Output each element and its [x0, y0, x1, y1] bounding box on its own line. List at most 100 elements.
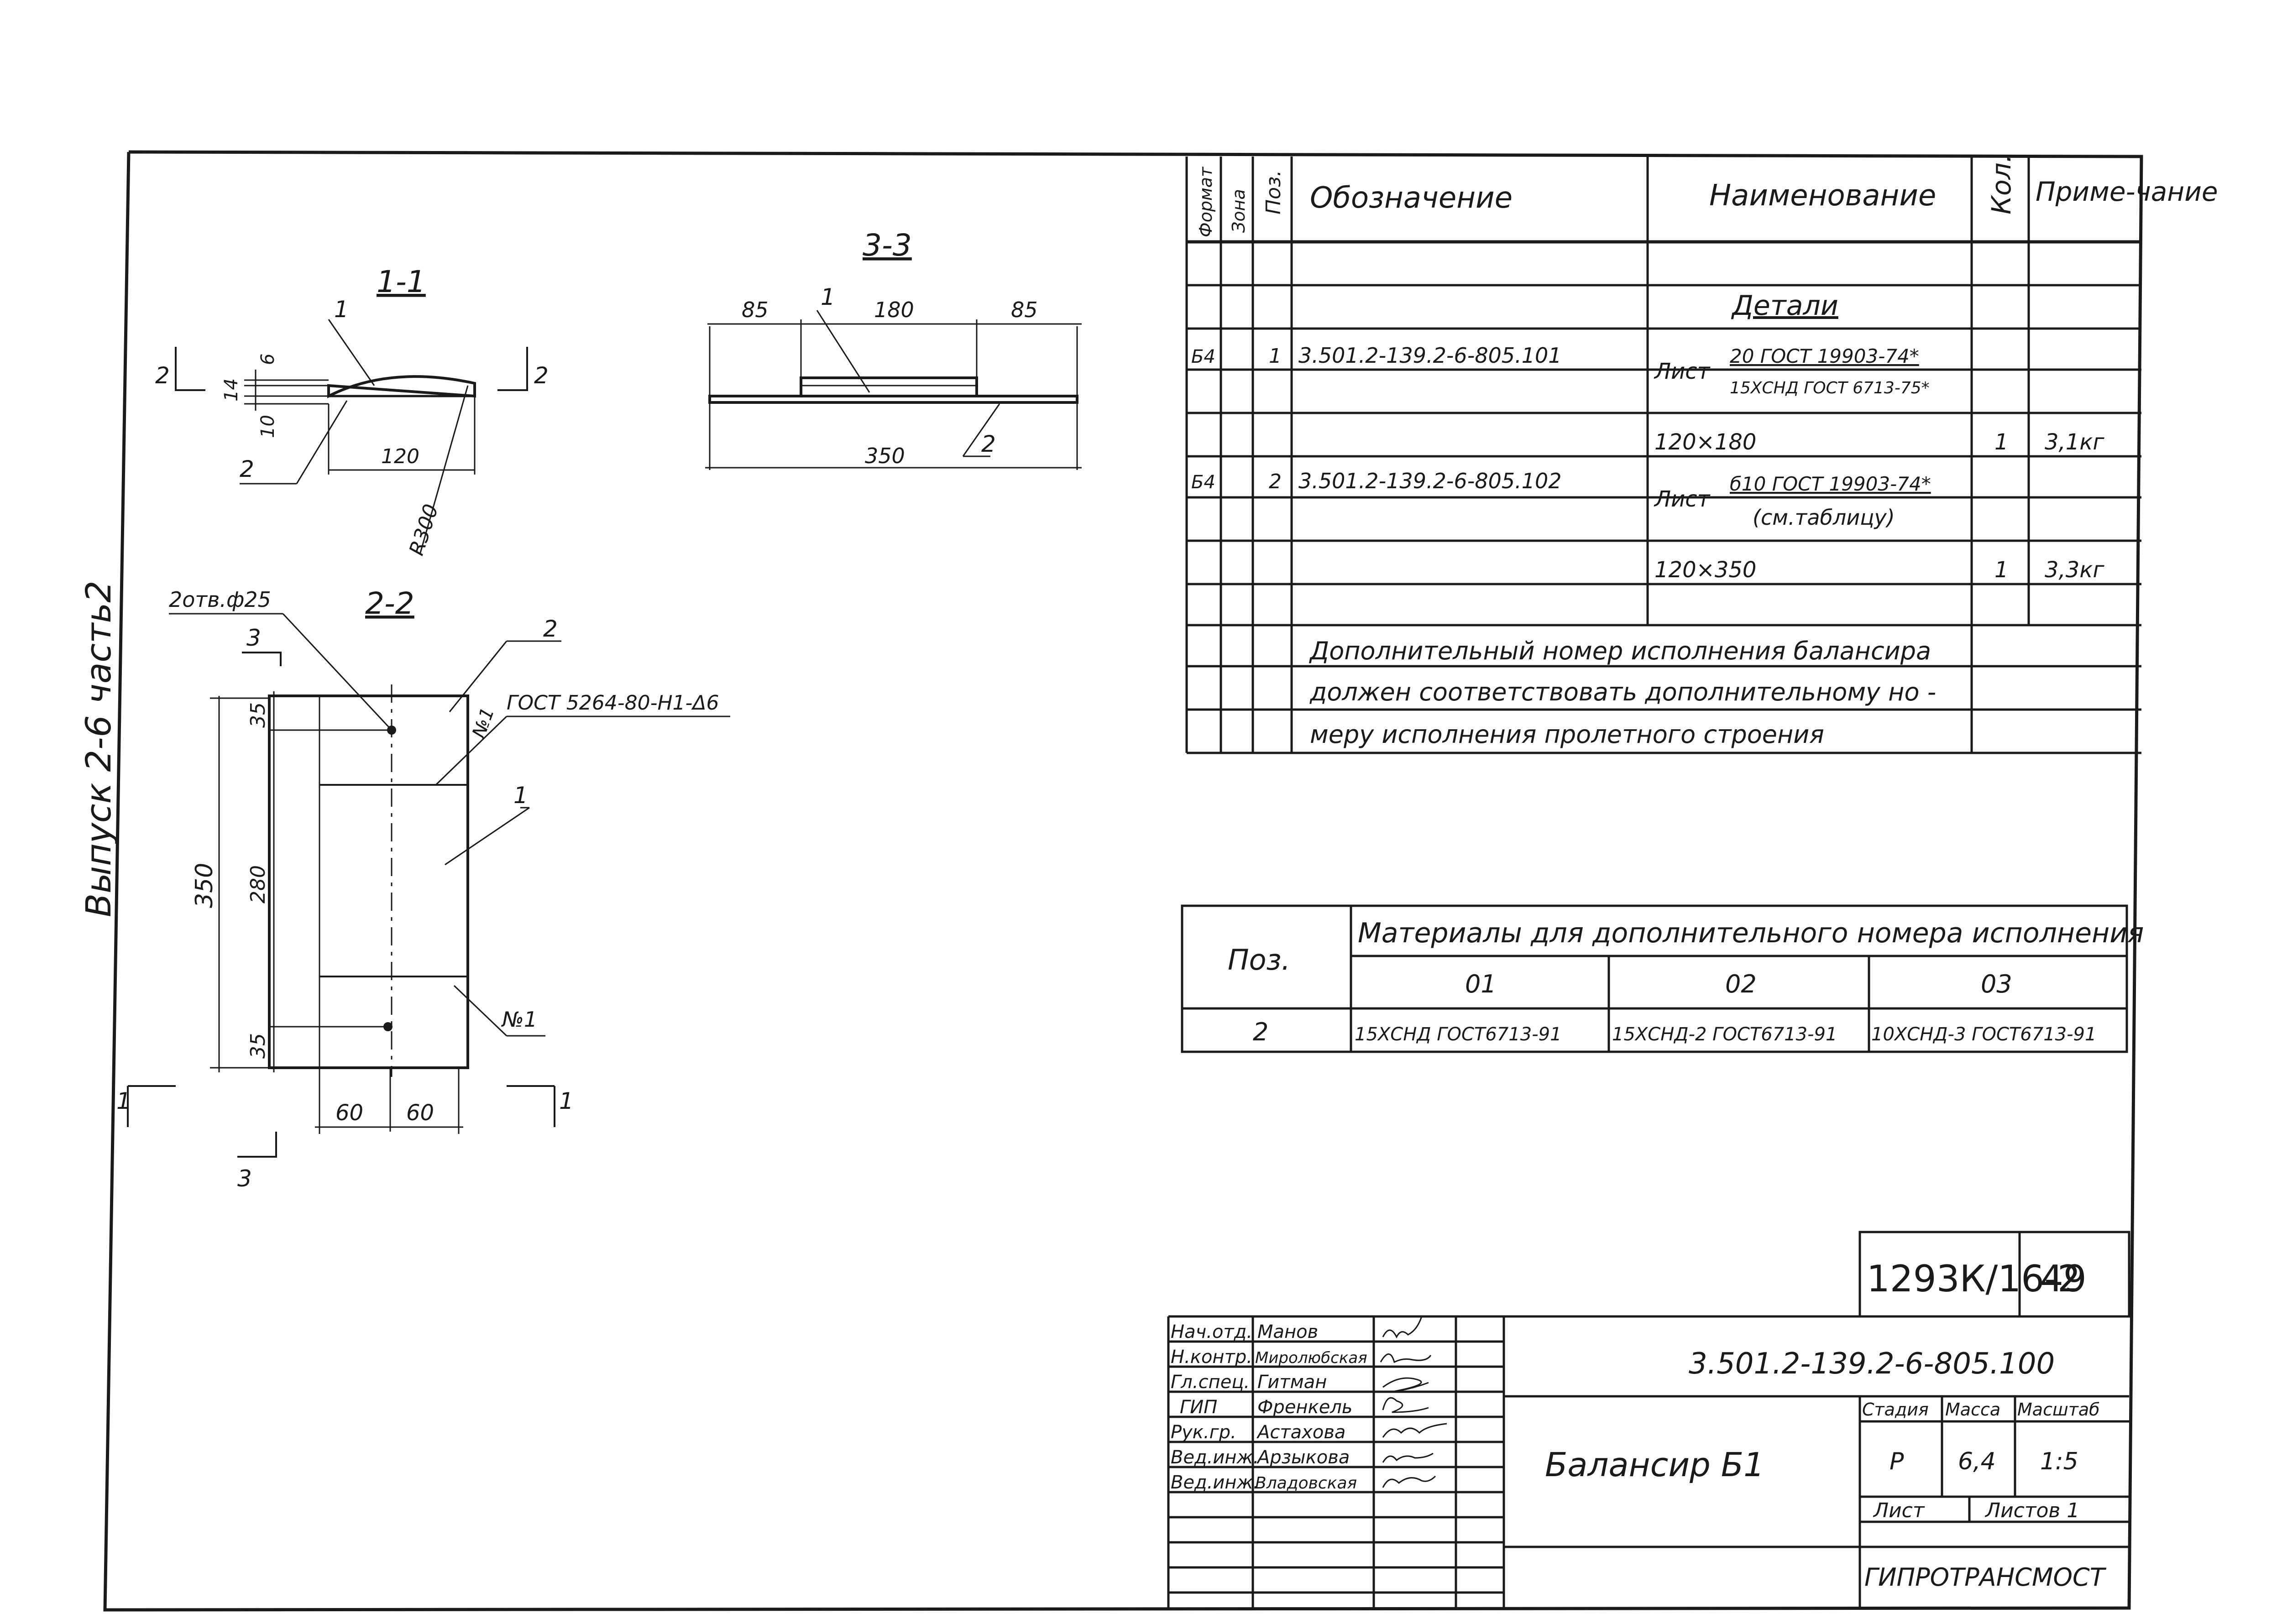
name-1: Манов: [1257, 1321, 1318, 1342]
organization: ГИПРОТРАНСМОСТ: [1864, 1563, 2107, 1592]
dim-1-1-10: 10: [257, 415, 278, 438]
stage-header: Стадия: [1862, 1399, 1929, 1420]
dim-2-2-60-left: 60: [335, 1100, 363, 1126]
role-1: Нач.отд.: [1171, 1321, 1252, 1342]
item-2-qty: 1: [1994, 557, 2009, 583]
title-block: 1293К/16-2 49 3.501.2-139.2-6-805.100 Ба…: [1167, 1231, 2130, 1608]
item-2-size: 120×350: [1654, 557, 1756, 583]
callout-2-2-part-1: 1: [513, 782, 528, 809]
note-line-1: Дополнительный номер исполнения балансир…: [1309, 637, 1931, 665]
materials-col-01: 01: [1465, 970, 1497, 998]
callout-3-3-part-1: 1: [821, 284, 835, 310]
cut-mark-1-1-left: 2: [155, 362, 170, 389]
item-1-size: 120×180: [1654, 429, 1756, 455]
materials-value-01: 15ХСНД ГОСТ6713-91: [1355, 1024, 1562, 1045]
scale-value: 1:5: [2040, 1448, 2078, 1475]
role-3: Гл.спец.: [1171, 1372, 1250, 1393]
sheet-label: Лист: [1873, 1499, 1925, 1522]
doc-number: 1293К/16-2: [1867, 1258, 2081, 1300]
stage-value: Р: [1889, 1448, 1904, 1475]
sheets-label: Листов 1: [1984, 1499, 2079, 1522]
note-line-2: должен соответствовать дополнительному н…: [1309, 678, 1936, 706]
header-name: Наименование: [1709, 179, 1936, 213]
cut-mark-3-bottom: 3: [237, 1165, 252, 1192]
dim-1-1-14: 14: [221, 378, 242, 402]
dim-3-3-85-right: 85: [1011, 298, 1038, 322]
materials-value-02: 15ХСНД-2 ГОСТ6713-91: [1612, 1024, 1837, 1045]
dim-3-3-180: 180: [874, 298, 914, 322]
role-4: ГИП: [1180, 1397, 1217, 1418]
item-2-name-prefix: Лист: [1654, 486, 1711, 512]
product-name: Балансир Б1: [1545, 1446, 1764, 1484]
header-pos: Поз.: [1262, 170, 1285, 214]
cut-mark-1-right: 1: [559, 1088, 574, 1114]
mass-header: Масса: [1945, 1399, 2000, 1420]
role-7: Вед.инж.: [1171, 1472, 1259, 1493]
header-designation: Обозначение: [1310, 181, 1513, 215]
materials-value-03: 10ХСНД-3 ГОСТ6713-91: [1871, 1024, 2096, 1045]
weld-label: ГОСТ 5264-80-Н1-Δ6: [507, 691, 719, 715]
materials-table: Поз. Материалы для дополнительного номер…: [1181, 904, 2144, 1053]
item-1-note: 3,1кг: [2045, 429, 2104, 455]
item-1-format: Б4: [1191, 346, 1215, 367]
materials-row-pos: 2: [1253, 1018, 1268, 1046]
cut-mark-1-left: 1: [116, 1088, 131, 1114]
section-3-3-title: 3-3: [863, 228, 912, 263]
weld-mark-top: №1: [468, 705, 498, 742]
callout-1-1-part-1: 1: [334, 296, 349, 323]
hole-label: 2отв.ф25: [169, 587, 271, 612]
sheet-number: 49: [2040, 1258, 2087, 1300]
dim-3-3-350: 350: [865, 444, 905, 468]
header-zone: Зона: [1229, 189, 1249, 233]
item-2-format: Б4: [1191, 472, 1215, 493]
callout-3-3-part-2: 2: [981, 431, 996, 457]
materials-col-02: 02: [1725, 970, 1757, 998]
callout-1-1-part-2: 2: [240, 456, 254, 482]
cut-mark-1-1-right: 2: [534, 362, 549, 389]
mass-value: 6,4: [1958, 1448, 1996, 1475]
role-2: Н.контр.: [1171, 1347, 1252, 1368]
header-format: Формат: [1196, 166, 1216, 237]
section-title: Детали: [1731, 290, 1838, 322]
item-1-pos: 1: [1269, 345, 1282, 368]
header-qty: Кол.: [1986, 154, 2017, 214]
signatures: [1380, 1316, 1447, 1488]
item-1-name-top: 20 ГОСТ 19903-74*: [1730, 345, 1919, 367]
drawing-frame: [103, 150, 2143, 1612]
dim-2-2-35-bottom: 35: [246, 1033, 270, 1059]
scale-header: Масштаб: [2017, 1399, 2100, 1420]
item-1-name-prefix: Лист: [1654, 359, 1711, 384]
role-6: Вед.инж.: [1171, 1447, 1259, 1468]
hole-bottom: [383, 1022, 393, 1031]
dim-2-2-280: 280: [246, 865, 270, 903]
dim-1-1-r300: R300: [405, 501, 443, 559]
section-1-1-title: 1-1: [377, 264, 426, 299]
role-5: Рук.гр.: [1171, 1422, 1236, 1443]
cut-mark-3-top: 3: [246, 625, 261, 651]
name-6: Арзыкова: [1256, 1447, 1350, 1468]
dim-1-1-6: 6: [257, 354, 278, 365]
item-2-note: 3,3кг: [2045, 557, 2104, 583]
spec-table: Формат Зона Поз. Обозначение Наименовани…: [1185, 154, 2218, 754]
dim-3-3-85-left: 85: [742, 298, 769, 322]
section-3-3: 3-3 85 180 85 350 1 2: [705, 228, 1082, 470]
dim-2-2-35-top: 35: [246, 702, 270, 728]
name-3: Гитман: [1257, 1372, 1327, 1393]
section-1-1: 1-1 6 14 10 120 R300 1 2 2 2: [155, 264, 549, 558]
name-2: Миролюбская: [1255, 1349, 1367, 1367]
header-note: Приме-чание: [2036, 176, 2218, 207]
section-2-2: 2-2: [116, 586, 730, 1192]
dim-1-1-120: 120: [381, 445, 419, 468]
note-line-3: меру исполнения пролетного строения: [1310, 720, 1824, 749]
item-2-designation: 3.501.2-139.2-6-805.102: [1298, 469, 1562, 493]
item-1-name-bottom: 15ХСНД ГОСТ 6713-75*: [1730, 379, 1930, 397]
side-label: Выпуск 2-6 часть2: [78, 580, 119, 917]
callout-2-2-part-2: 2: [543, 616, 558, 642]
dim-2-2-350: 350: [191, 863, 218, 908]
hole-top: [387, 726, 396, 735]
weld-mark-bottom: №1: [501, 1007, 537, 1032]
section-2-2-title: 2-2: [365, 586, 414, 621]
dim-2-2-60-right: 60: [406, 1100, 434, 1126]
item-2-name-bottom: (см.таблицу): [1753, 505, 1895, 530]
